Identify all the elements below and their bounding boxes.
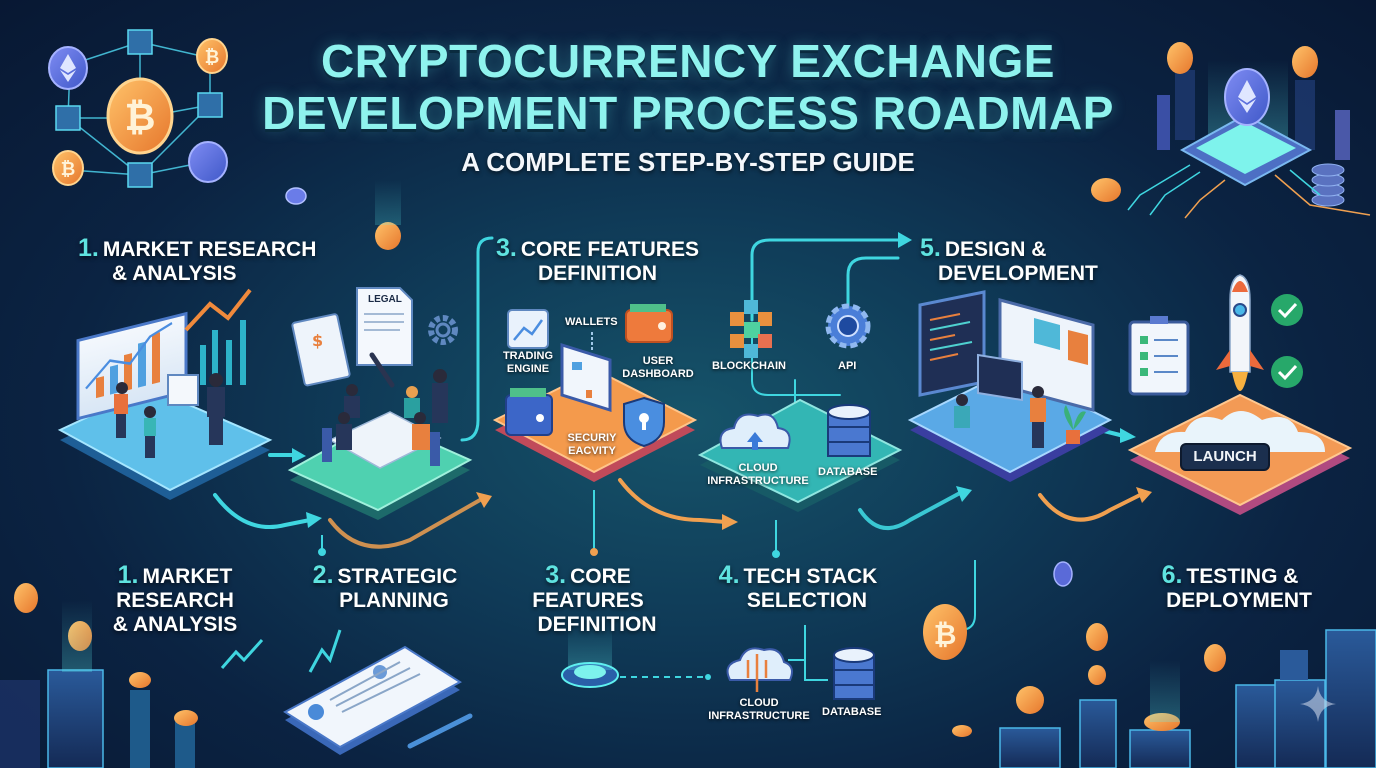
check-circle-icon [1271,356,1303,388]
plant-icon [1064,405,1086,444]
ethereum-chip-icon [1091,42,1371,219]
check-circle-icon [1271,294,1303,326]
legal-label: LEGAL [368,294,402,305]
blockchain-label: BLOCKCHAIN [712,360,786,372]
lower-step-2-label: 2.STRATEGIC PLANNING [312,561,458,613]
wallet-icon [505,388,553,436]
page-subtitle: A COMPLETE STEP-BY-STEP GUIDE [461,147,915,177]
lower-step-6-label: 6.TESTING & DEPLOYMENT [1161,561,1312,613]
trading-engine-label: TRADING ENGINE [502,350,554,375]
monitor-icon [560,342,612,413]
svg-text:₿: ₿ [934,618,957,651]
lower-step-3-label: 3.CORE FEATURES DEFINITION [532,561,657,637]
launch-badge: LAUNCH [1180,443,1270,471]
flow-line [460,236,494,442]
platform-launch [1127,274,1353,515]
code-editor-icon [918,290,986,397]
eth-coin-icon [285,187,307,205]
upper-step-1-label: 1.MARKET RESEARCH & ANALYSIS [78,234,317,286]
svg-text:₿: ₿ [125,95,156,139]
upper-step-3-label: 3.CORE FEATURES DEFINITION [496,234,699,286]
svg-text:₿: ₿ [61,159,76,180]
legal-document-icon [356,287,413,388]
desktop-monitor-icon [977,353,1023,402]
gear-icon [428,315,458,345]
portal-icon [561,625,711,688]
security-shield-icon [623,396,665,448]
api-label: API [838,360,857,372]
cloud-icon [719,413,791,450]
lower-database-label: DATABASE [822,706,882,718]
user-dashboard-wallet-icon [625,304,673,343]
city-skyline: ₿ [0,561,1376,768]
user-dashboard-label: USER DASHBOARD [622,355,694,380]
upper-step-5-label: 5.DESIGN & DEVELOPMENT [920,234,1098,286]
platform-features [492,304,698,482]
platform-design [907,290,1113,482]
clipboard-icon: $ [291,313,351,387]
wallets-label: WALLETS [565,316,618,328]
rocket-icon [1216,274,1264,391]
contract-clipboard-icon [283,645,473,755]
database-label: DATABASE [818,466,878,478]
lower-step-1-label: 1.MARKET RESEARCH & ANALYSIS [112,561,238,637]
lower-cloud-icon [726,647,793,692]
blockchain-icon [730,300,772,358]
platform-techstack [697,300,903,512]
platform-planning: $ [287,287,473,520]
lower-database-icon [833,647,875,700]
svg-text:₿: ₿ [205,47,220,68]
page-title-line2: DEVELOPMENT PROCESS ROADMAP [262,87,1114,139]
bitcoin-coin-icon [375,222,401,250]
platform-research [57,288,273,500]
lower-cloud-infrastructure-label: CLOUD INFRASTRUCTURE [708,697,810,722]
svg-text:$: $ [312,331,323,350]
cloud-infrastructure-label: CLOUD INFRASTRUCTURE [707,462,809,487]
checklist-icon [1128,316,1190,396]
trading-engine-icon [507,309,549,349]
page-title-line1: CRYPTOCURRENCY EXCHANGE [321,35,1055,87]
security-label: SECURIY EACVITY [567,432,617,457]
api-gear-icon [825,303,871,349]
sparkle-icon [1300,686,1336,722]
database-icon [827,404,871,457]
design-mockup-icon [998,298,1095,412]
crypto-network-icon: ₿ ₿ ₿ [48,29,228,188]
lower-step-4-label: 4.TECH STACK SELECTION [718,561,878,613]
